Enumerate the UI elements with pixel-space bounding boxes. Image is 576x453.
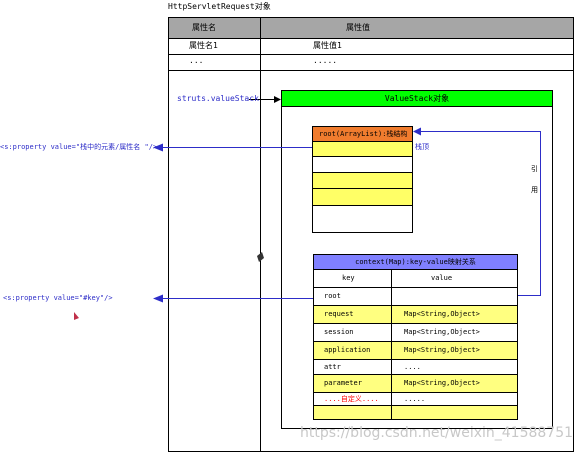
row-name: 属性名1 [189, 41, 218, 50]
watermark: https://blog.csdn.net/weixin_41588751 [300, 425, 574, 441]
root-title: root(ArrayList):栈结构 [319, 130, 408, 138]
context-row: application Map<String,Object> [314, 342, 517, 360]
request-header-bg [169, 18, 573, 38]
context-value: Map<String,Object> [404, 328, 480, 336]
context-header-row: key value [314, 270, 517, 288]
arrowhead-bottom-property [153, 294, 163, 303]
row-value: ..... [313, 56, 338, 65]
context-value: Map<String,Object> [404, 310, 480, 318]
reference-arrowhead [413, 127, 421, 136]
context-title-bar: context(Map):key-value映射关系 [313, 254, 518, 270]
context-key: request [324, 310, 354, 318]
row-value: 属性值1 [313, 41, 342, 50]
struts-arrowhead [274, 96, 281, 103]
context-key: session [324, 328, 354, 336]
header-value: 属性值 [346, 23, 370, 32]
context-header-key: key [342, 274, 355, 282]
reference-label-1: 引 [531, 165, 538, 173]
stack-cell [312, 205, 413, 233]
context-row-root: root [314, 288, 517, 306]
context-row: parameter Map<String,Object> [314, 375, 517, 393]
context-row [314, 406, 517, 419]
context-row: attr .... [314, 360, 517, 375]
pointer-mark [257, 252, 264, 262]
reference-label-2: 用 [531, 186, 538, 194]
context-table: key value root request Map<String,Object… [313, 269, 518, 420]
stack-cell [312, 141, 413, 157]
stack-top-label: 栈顶 [415, 143, 429, 151]
stack-cell [312, 188, 413, 206]
page-title: HttpServletRequest对象 [168, 2, 271, 11]
stack-cell [312, 156, 413, 173]
arrowhead-top-property [153, 143, 163, 152]
context-value: Map<String,Object> [404, 379, 480, 387]
context-column-divider [391, 270, 392, 419]
context-row: request Map<String,Object> [314, 306, 517, 324]
context-key: parameter [324, 379, 362, 387]
valuestack-title-bar: ValueStack对象 [281, 90, 553, 107]
red-mark [74, 312, 79, 320]
root-title-bar: root(ArrayList):栈结构 [312, 126, 413, 142]
header-name: 属性名 [192, 23, 216, 32]
struts-valuestack-label: struts.valueStack [177, 94, 259, 103]
context-title: context(Map):key-value映射关系 [355, 258, 476, 266]
context-key: root [324, 292, 341, 300]
context-row-custom: ....自定义.... ..... [314, 393, 517, 406]
context-key: attr [324, 363, 341, 371]
stack-cell [312, 172, 413, 189]
row-name: ... [189, 56, 204, 65]
context-key-custom: ....自定义.... [324, 395, 379, 403]
context-value: ..... [404, 395, 426, 403]
context-value: .... [404, 363, 421, 371]
context-key: application [324, 346, 371, 354]
context-value: Map<String,Object> [404, 346, 480, 354]
request-outer-box [168, 17, 574, 452]
context-header-value: value [431, 274, 453, 282]
property-tag-top: <s:property value="栈中的元素/属性名 "/> [0, 143, 158, 151]
valuestack-title: ValueStack对象 [384, 94, 450, 103]
property-tag-bottom: <s:property value="#key"/> [3, 294, 113, 302]
context-row: session Map<String,Object> [314, 324, 517, 342]
